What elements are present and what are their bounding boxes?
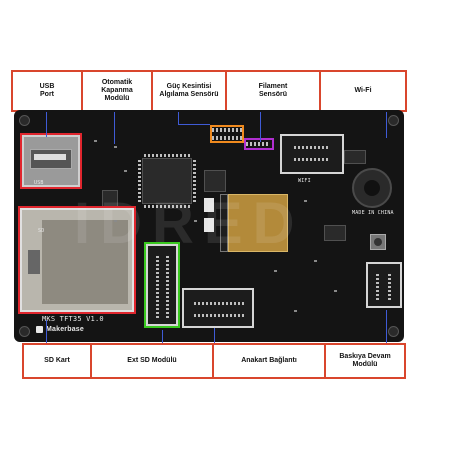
smd — [314, 260, 317, 262]
board-model: MKS TFT35 V1.0 — [42, 315, 104, 323]
smd — [334, 290, 337, 292]
label-wifi: Wi-Fi — [354, 87, 372, 94]
ext-sd-pins — [156, 254, 159, 318]
smd — [94, 140, 97, 142]
label-filament-sensor: Filament Sensörü — [258, 83, 288, 98]
leader-line-ext-sd — [162, 330, 163, 344]
label-power-loss: Güç Kesintisi Algılama Sensörü — [159, 83, 219, 98]
label-mainboard: Anakart Bağlantı — [241, 357, 297, 364]
smd — [294, 310, 297, 312]
mainboard-pins — [194, 314, 246, 317]
smd — [124, 170, 127, 172]
top-label-bar: USB Port Otomatik Kapanma Modülü Güç Kes… — [11, 70, 407, 112]
small-chip — [344, 150, 366, 164]
mcu-pins — [138, 160, 141, 202]
smd — [304, 200, 307, 202]
buzzer — [352, 168, 392, 208]
smd — [114, 220, 117, 222]
filament-pins — [246, 142, 270, 146]
mount-hole — [19, 115, 30, 126]
label-auto-shutdown: Otomatik Kapanma Modülü — [101, 79, 133, 102]
ext-sd-header — [146, 244, 178, 326]
leader-line-usb — [46, 112, 47, 137]
leader-line-power-loss — [178, 112, 179, 124]
divider — [212, 345, 214, 377]
usb-port — [22, 135, 80, 187]
label-sd-card: SD Kart — [44, 357, 70, 364]
leader-line-auto-shutdown — [114, 112, 115, 144]
mks-tft35-board: USB SD WIFI MADE IN CHINA — [14, 110, 404, 342]
mcu-pins — [144, 205, 190, 208]
divider — [151, 72, 153, 110]
wifi-header — [280, 134, 344, 174]
label-usb-port: USB Port — [39, 83, 55, 98]
mcu-pins — [193, 160, 196, 202]
sd-silk-label: SD — [38, 228, 45, 234]
mcu-pins — [144, 154, 190, 157]
wifi-header-pins — [294, 146, 330, 149]
display-connector-strip — [220, 194, 228, 252]
bottom-label-bar: SD Kart Ext SD Modülü Anakart Bağlantı B… — [22, 343, 406, 379]
highlight-ext-sd — [144, 242, 180, 328]
mount-hole — [388, 115, 399, 126]
smd — [114, 146, 117, 148]
sd-card-slot — [20, 208, 134, 312]
highlight-sd-card — [18, 206, 136, 314]
buzzer-text: MADE IN CHINA — [352, 210, 394, 216]
label-resume: Baskıya Devam Modülü — [339, 353, 391, 368]
divider — [324, 345, 326, 377]
divider — [81, 72, 83, 110]
makerbase-logo: Makerbase — [36, 326, 84, 333]
resume-pins — [376, 272, 379, 300]
leader-line-filament — [260, 112, 261, 142]
resume-header — [366, 262, 402, 308]
smd — [194, 220, 197, 222]
wifi-header-pins — [294, 158, 330, 161]
watermark: IDRED — [74, 191, 305, 256]
mount-hole — [19, 326, 30, 337]
divider — [319, 72, 321, 110]
highlight-filament — [244, 138, 274, 150]
leader-line-sd — [46, 320, 47, 344]
ext-sd-pins — [166, 254, 169, 318]
small-chip — [204, 170, 226, 192]
divider — [225, 72, 227, 110]
usb-silk-label: USB — [34, 180, 44, 186]
smd — [274, 270, 277, 272]
mount-hole — [388, 326, 399, 337]
smd-white — [204, 218, 214, 232]
leader-line-wifi — [386, 112, 387, 138]
divider — [90, 345, 92, 377]
highlight-usb — [20, 133, 82, 189]
makerbase-logo-icon — [36, 326, 43, 333]
power-loss-pins — [212, 136, 242, 140]
label-ext-sd: Ext SD Modülü — [127, 357, 177, 364]
wifi-silk-label: WIFI — [298, 178, 311, 184]
mainboard-header — [182, 288, 254, 328]
small-chip — [324, 225, 346, 241]
makerbase-text: Makerbase — [46, 326, 84, 333]
leader-line-resume — [386, 310, 387, 344]
mcu-chip — [142, 158, 192, 204]
power-loss-pins — [212, 128, 242, 132]
resume-pins — [388, 272, 391, 300]
smd-white — [204, 198, 214, 212]
leader-line-mainboard — [214, 328, 215, 344]
highlight-power-loss — [210, 125, 244, 143]
reset-button — [370, 234, 386, 250]
leader-line-power-loss-h — [178, 124, 210, 125]
mainboard-pins — [194, 302, 246, 305]
display-flex-connector — [228, 194, 288, 252]
